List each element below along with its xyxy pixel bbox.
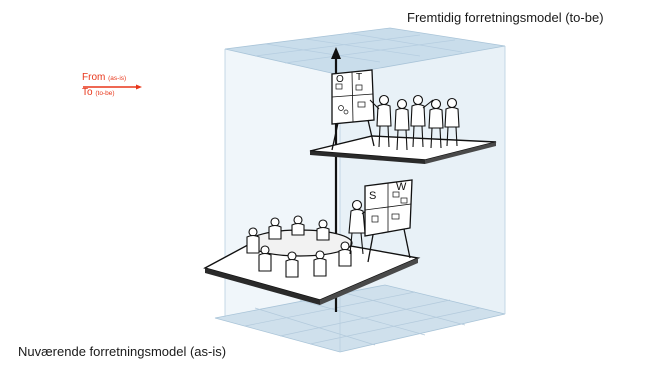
- seated-people: [246, 215, 352, 278]
- legend-from-sub: (as-is): [108, 75, 127, 82]
- upper-board-letter-o: O: [336, 74, 344, 85]
- roof-tiles: [254, 32, 463, 64]
- upper-board-letter-t: T: [356, 72, 362, 83]
- lower-presenter: [348, 199, 373, 255]
- upper-board-leg-right: [367, 119, 375, 147]
- lower-whiteboard: S W: [364, 179, 413, 263]
- lower-platform-edge: [205, 268, 320, 305]
- lower-platform: [203, 199, 421, 305]
- legend-from-word: From: [82, 72, 106, 83]
- upper-board-leg-left: [331, 122, 339, 151]
- upper-board: [331, 69, 375, 125]
- legend-to: To (to-be): [82, 87, 115, 98]
- legend-to-sub: (to-be): [95, 90, 115, 97]
- legend-arrow-head: [136, 84, 142, 90]
- lower-board-letter-s: S: [369, 190, 376, 202]
- lower-platform-edge-right: [320, 258, 418, 305]
- transition-arrow-head: [331, 47, 341, 59]
- upper-whiteboard: O T: [331, 69, 375, 151]
- lower-board-leg-right: [403, 228, 411, 259]
- lower-board-leg-left: [367, 234, 374, 263]
- upper-platform: [309, 135, 497, 164]
- legend-from: From (as-is): [82, 72, 126, 83]
- current-model-label: Nuværende forretningsmodel (as-is): [18, 344, 227, 359]
- lower-board-letter-w: W: [396, 181, 407, 193]
- upper-platform-edge-right: [425, 142, 496, 164]
- standing-people: [369, 94, 460, 151]
- floor-tiles: [244, 291, 481, 346]
- upper-platform-edge: [310, 151, 425, 164]
- legend-to-word: To: [82, 87, 93, 98]
- future-model-label: Fremtidig forretningsmodel (to-be): [407, 10, 604, 25]
